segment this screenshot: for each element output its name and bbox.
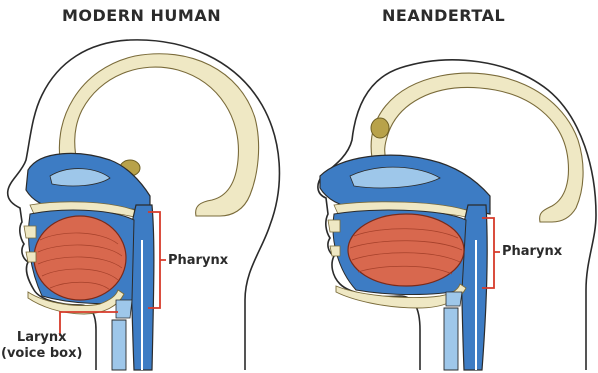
neandertal-tongue bbox=[348, 214, 464, 286]
neandertal-sinus-upper bbox=[371, 118, 389, 138]
larynx-label-line2: (voice box) bbox=[1, 346, 82, 362]
neandertal-head bbox=[318, 60, 596, 370]
modern-human-title: MODERN HUMAN bbox=[62, 6, 221, 25]
neandertal-larynx bbox=[446, 292, 462, 306]
neandertal-title: NEANDERTAL bbox=[382, 6, 505, 25]
larynx-label: Larynx (voice box) bbox=[1, 330, 82, 362]
modern-larynx bbox=[116, 300, 132, 318]
modern-pharynx-label: Pharynx bbox=[168, 253, 228, 269]
larynx-label-line1: Larynx bbox=[1, 330, 82, 346]
modern-human-head bbox=[8, 40, 280, 370]
modern-tongue bbox=[34, 216, 126, 300]
modern-trachea bbox=[112, 320, 126, 370]
neandertal-trachea bbox=[444, 308, 458, 370]
neandertal-pharynx-label: Pharynx bbox=[502, 244, 562, 260]
